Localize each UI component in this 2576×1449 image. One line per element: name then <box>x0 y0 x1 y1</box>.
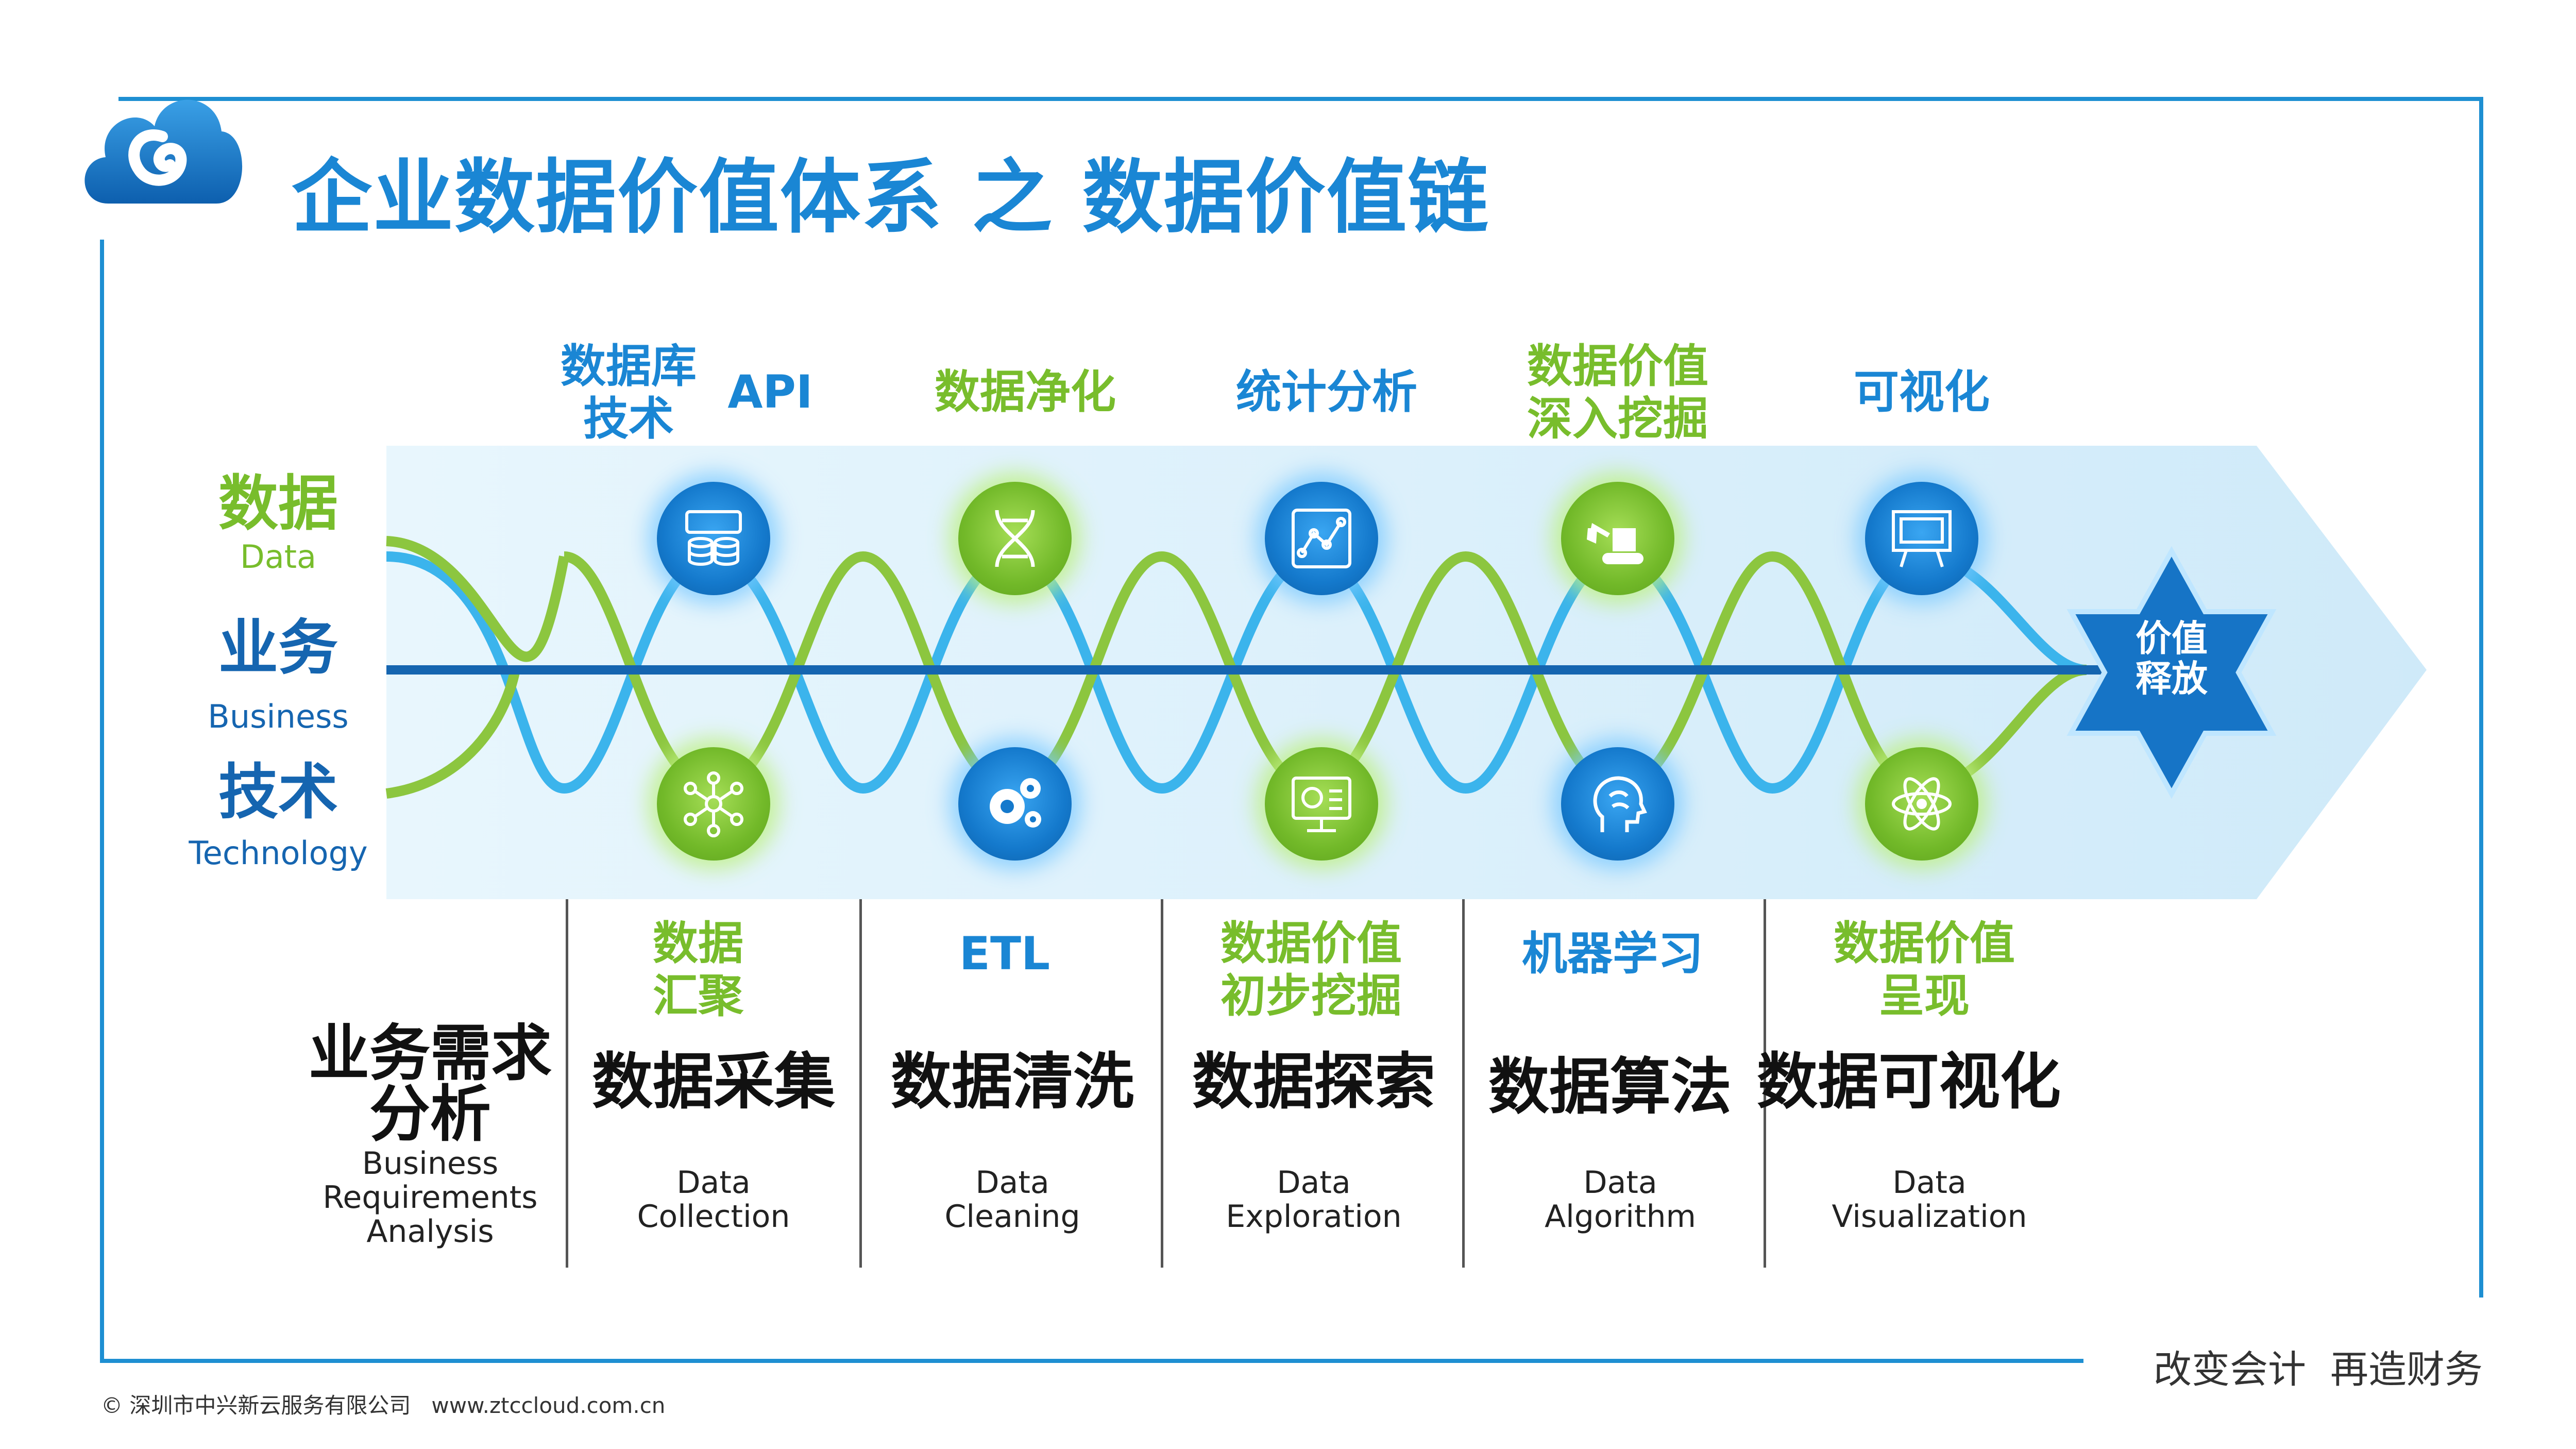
frame-right-line <box>2479 97 2483 1298</box>
row-label-business-en: Business <box>208 698 349 735</box>
database-icon <box>685 510 742 566</box>
top-label: 可视化 <box>1853 365 1990 418</box>
column-divider <box>1462 899 1465 1268</box>
stage-title: 数据清洗 <box>890 1046 1134 1117</box>
gears-node <box>958 747 1072 861</box>
excavator-node <box>1561 482 1674 595</box>
bottom-label: ETL <box>959 927 1050 980</box>
top-label: 统计分析 <box>1235 365 1418 418</box>
row-label-tech: 技术 <box>218 757 338 827</box>
bottom-label: 数据 汇聚 <box>652 917 744 1023</box>
dna-icon <box>995 510 1035 567</box>
brain-node <box>1561 747 1674 861</box>
network-node <box>657 747 770 861</box>
frame-left-line <box>100 240 104 1363</box>
stage-title: 业务需求 分析 <box>308 1018 552 1150</box>
dna-node <box>958 482 1072 595</box>
brain-head-icon <box>1593 776 1647 832</box>
stage-subtitle: Data Collection <box>637 1165 790 1235</box>
copyright: © 深圳市中兴新云服务有限公司 www.ztccloud.com.cn <box>101 1393 666 1418</box>
row-label-tech-en: Technology <box>189 834 368 872</box>
bottom-label: 数据价值 初步挖掘 <box>1220 917 1402 1023</box>
frame-top-line <box>118 97 2483 101</box>
row-label-data-en: Data <box>240 538 317 576</box>
atom-node <box>1865 747 1978 861</box>
column-divider <box>859 899 862 1268</box>
bottom-label: 数据价值 呈现 <box>1833 917 2015 1023</box>
blue-wave <box>386 551 2087 794</box>
stage-subtitle: Data Exploration <box>1226 1165 1402 1235</box>
gears-icon <box>990 778 1041 828</box>
top-label: 数据净化 <box>934 365 1116 418</box>
row-label-data: 数据 <box>218 469 338 538</box>
dashboard-monitor-icon <box>1292 777 1351 832</box>
page-title: 企业数据价值体系 之 数据价值链 <box>292 150 1489 244</box>
stage-title: 数据算法 <box>1488 1051 1732 1122</box>
chart-scatter-icon <box>1292 509 1351 568</box>
cloud-logo-icon <box>84 99 243 204</box>
stage-subtitle: Data Algorithm <box>1545 1165 1696 1235</box>
row-label-business: 业务 <box>218 613 338 683</box>
top-label: 数据库 技术 <box>560 340 697 446</box>
stage-title: 数据采集 <box>591 1046 836 1117</box>
presentation-board-icon <box>1892 510 1952 567</box>
frame-bottom-line <box>100 1359 2083 1363</box>
stage-subtitle: Data Visualization <box>1832 1165 2027 1235</box>
column-divider <box>566 899 568 1268</box>
presentation-node <box>1865 482 1978 595</box>
stage-title: 数据可视化 <box>1756 1046 2061 1117</box>
column-divider <box>1161 899 1163 1268</box>
network-nodes-icon <box>684 771 743 837</box>
dashboard-node <box>1265 747 1378 861</box>
excavator-icon <box>1587 523 1643 564</box>
star-label: 价值 释放 <box>2136 617 2208 700</box>
value-release-star <box>2066 546 2277 799</box>
atom-icon <box>1892 777 1952 831</box>
top-label: 数据价值 深入挖掘 <box>1527 340 1709 446</box>
database-node <box>657 482 770 595</box>
column-divider <box>1764 899 1766 1268</box>
stage-title: 数据探索 <box>1192 1046 1436 1117</box>
top-label: API <box>727 365 813 418</box>
stage-subtitle: Business Requirements Analysis <box>323 1145 538 1250</box>
slogan: 改变会计 再造财务 <box>2154 1347 2483 1392</box>
chart-node <box>1265 482 1378 595</box>
stage-subtitle: Data Cleaning <box>944 1165 1080 1235</box>
bottom-label: 机器学习 <box>1521 927 1704 980</box>
